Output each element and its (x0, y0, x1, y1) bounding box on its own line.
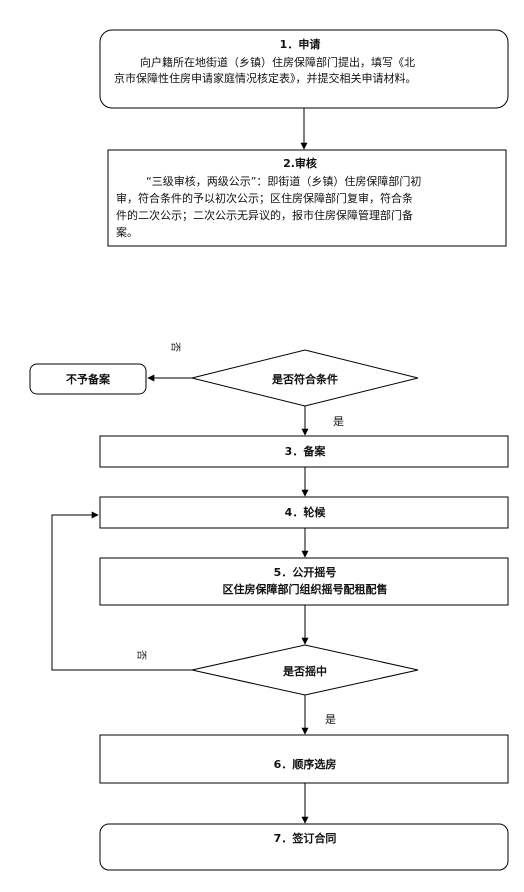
step-lottery-box (99, 557, 509, 606)
decision-lottery-no-label: 否 (135, 650, 147, 660)
step-wait-label: 4．轮候 (285, 505, 327, 519)
step-wait: 4．轮候 (99, 496, 509, 529)
decision-eligibility: 是否符合条件 否 是 (169, 342, 419, 428)
step-review-line-2: 审，符合条件的予以初次公示；区住房保障部门复审，符合条 (116, 191, 413, 205)
step-review: 2.审核 “三级审核，两级公示”：即街道（乡镇）住房保障部门初 审，符合条件的予… (107, 149, 507, 247)
step-apply-title: 1．申请 (280, 37, 321, 51)
step-lottery: 5．公开摇号 区住房保障部门组织摇号配租配售 (99, 557, 509, 606)
decision-lottery: 是否摇中 否 是 (135, 644, 419, 726)
decision-lottery-yes-label: 是 (325, 713, 336, 726)
decision-eligibility-label: 是否符合条件 (271, 372, 338, 386)
arrow-lottery-no-loop (51, 511, 192, 671)
step-contract-box (99, 823, 509, 871)
step-review-title: 2.审核 (283, 156, 317, 170)
step-reject-box (29, 363, 147, 395)
decision-eligibility-no-label: 否 (169, 342, 181, 352)
step-apply-line-2: 京市保障性住房申请家庭情况核定表》，并提交相关申请材料。 (114, 71, 417, 85)
step-apply: 1．申请 向户籍所在地街道（乡镇）住房保障部门提出，填写《北 京市保障性住房申请… (99, 29, 509, 109)
step-choose-box (99, 734, 509, 784)
decision-eligibility-yes-label: 是 (333, 415, 344, 428)
step-lottery-title: 5．公开摇号 (274, 565, 337, 579)
step-apply-line-1: 向户籍所在地街道（乡镇）住房保障部门提出，填写《北 (140, 55, 415, 69)
decision-eligibility-diamond (191, 349, 419, 407)
step-reject-label: 不予备案 (66, 372, 111, 386)
step-record-box (99, 435, 509, 468)
step-lottery-subtitle: 区住房保障部门组织摇号配租配售 (223, 582, 388, 596)
decision-lottery-diamond (191, 644, 419, 696)
step-record-label: 3．备案 (285, 444, 327, 458)
step-review-line-4: 案。 (116, 225, 138, 239)
step-choose: 6．顺序选房 (99, 734, 509, 784)
step-reject: 不予备案 (29, 363, 147, 395)
step-contract: 7．签订合同 (99, 823, 509, 871)
decision-lottery-label: 是否摇中 (282, 664, 327, 678)
step-review-line-3: 件的二次公示；二次公示无异议的，报市住房保障管理部门备 (116, 208, 413, 222)
step-choose-label: 6．顺序选房 (274, 757, 337, 771)
step-record: 3．备案 (99, 435, 509, 468)
step-review-line-1: “三级审核，两级公示”：即街道（乡镇）住房保障部门初 (146, 174, 421, 188)
step-wait-box (99, 496, 509, 529)
step-contract-label: 7．签订合同 (274, 831, 337, 845)
step-review-box (107, 149, 507, 247)
